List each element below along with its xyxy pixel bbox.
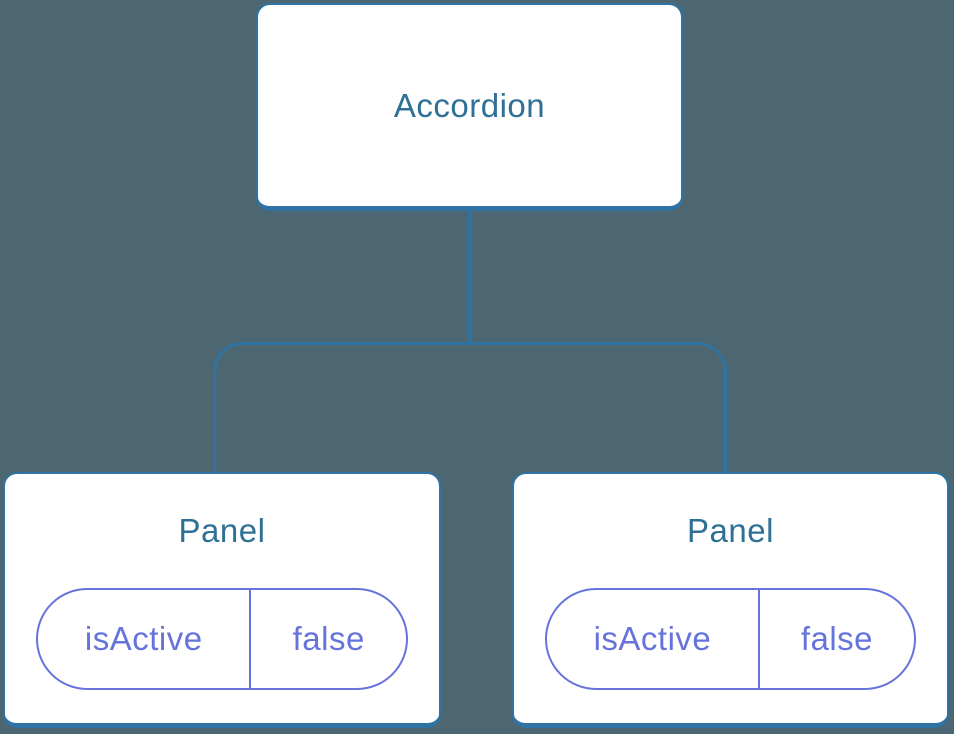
connector-branch bbox=[213, 342, 727, 472]
component-node-accordion: Accordion bbox=[256, 3, 683, 211]
panel-1-state-pill: isActive false bbox=[36, 588, 408, 690]
connector-stem bbox=[468, 211, 472, 345]
component-node-panel-2: Panel isActive false bbox=[512, 472, 949, 728]
panel-1-label: Panel bbox=[178, 512, 266, 549]
panel-2-state-value: false bbox=[800, 620, 874, 657]
panel-1-state-key: isActive bbox=[38, 590, 252, 688]
panel-1-state-value: false bbox=[292, 620, 365, 657]
panel-2-label: Panel bbox=[687, 512, 774, 549]
component-node-panel-1: Panel isActive false bbox=[3, 472, 441, 728]
panel-2-state-key: isActive bbox=[547, 590, 760, 688]
panel-2-state-pill: isActive false bbox=[545, 588, 916, 690]
accordion-node-label: Accordion bbox=[393, 86, 546, 124]
